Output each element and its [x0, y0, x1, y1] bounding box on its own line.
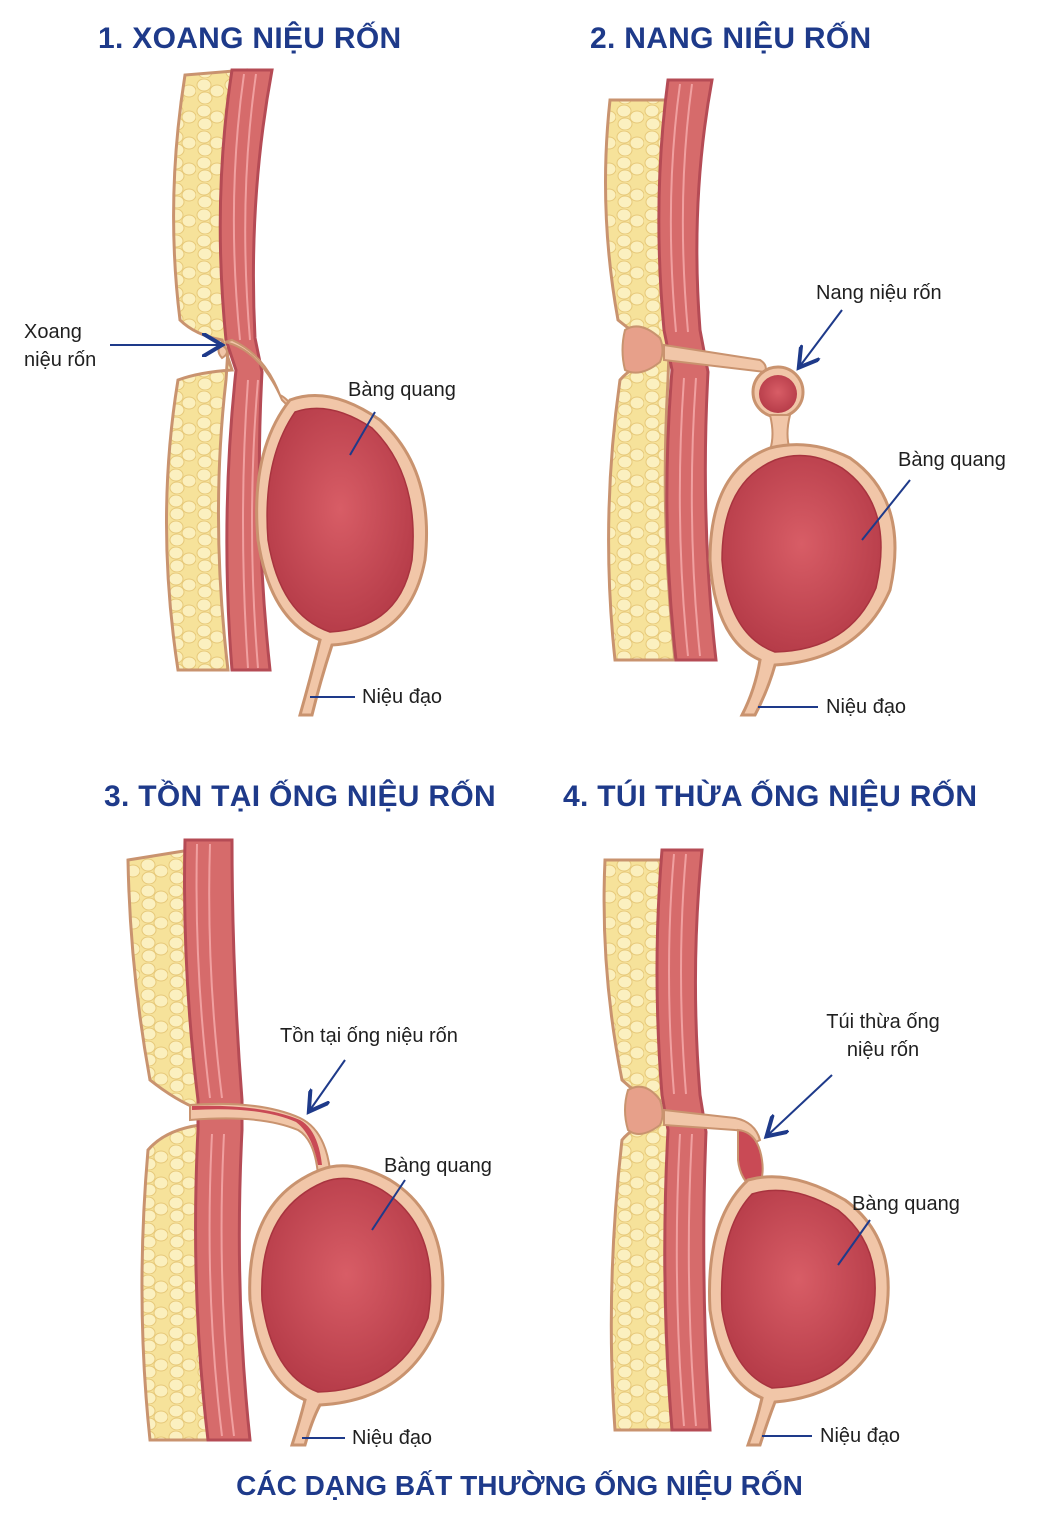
panel-3-bladder-label: Bàng quang [384, 1155, 492, 1177]
panel-2-bladder-label: Bàng quang [898, 449, 1006, 471]
panel-4-urethra-label: Niệu đạo [820, 1425, 901, 1447]
panel-4-bladder-label: Bàng quang [852, 1193, 960, 1215]
panel-3-illustration [126, 838, 445, 1447]
panel-1-title: 1. XOANG NIỆU RỐN [98, 22, 402, 55]
panel-4-title: 4. TÚI THỪA ỐNG NIỆU RỐN [563, 780, 978, 813]
panel-3-urethra-label: Niệu đạo [352, 1427, 433, 1449]
panel-3-title: 3. TỒN TẠI ỐNG NIỆU RỐN [104, 780, 496, 813]
panel-2-urethra-label: Niệu đạo [826, 696, 907, 718]
leader-lines [110, 309, 911, 1439]
panel-1-bladder-label: Bàng quang [348, 379, 456, 401]
panel-1-anomaly-label: Xoang niệu rốn [24, 321, 97, 371]
panel-2-illustration [604, 78, 897, 717]
footer-title: CÁC DẠNG BẤT THƯỜNG ỐNG NIỆU RỐN [236, 1470, 803, 1501]
panel-2-title: 2. NANG NIỆU RỐN [590, 22, 872, 55]
panel-1-illustration [165, 68, 429, 717]
panel-1-urethra-label: Niệu đạo [362, 686, 443, 708]
panel-3-anomaly-label: Tồn tại ống niệu rốn [280, 1025, 458, 1047]
panel-2-anomaly-label: Nang niệu rốn [816, 282, 942, 304]
panel-4-illustration [602, 848, 890, 1447]
panel-4-anomaly-label: Túi thừa ống niệu rốn [826, 1011, 940, 1061]
